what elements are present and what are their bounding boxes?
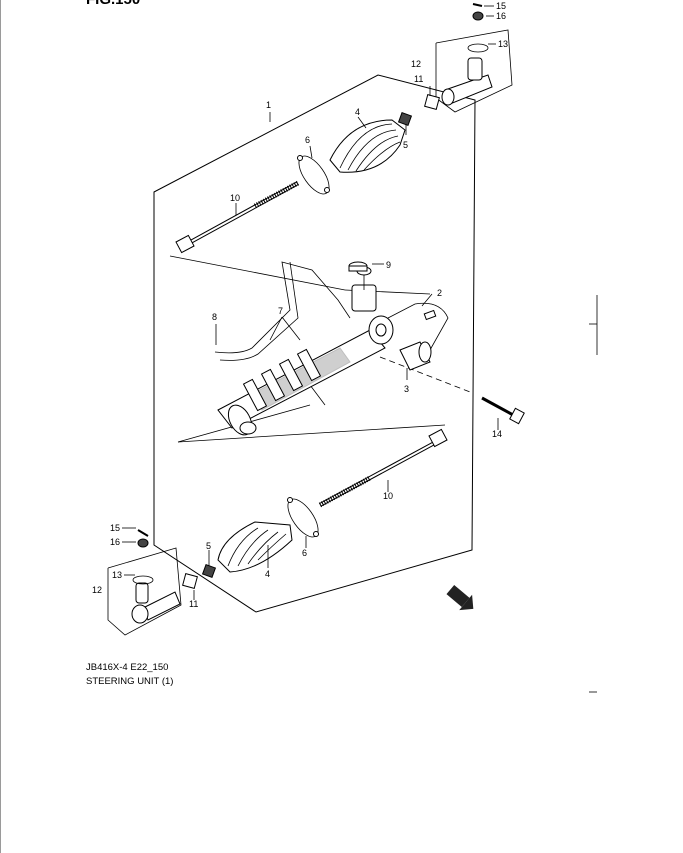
boot-clamp-upper — [297, 155, 330, 195]
bolt-14 — [481, 396, 525, 425]
boot-upper — [329, 119, 406, 173]
boot-clamp-lower — [287, 497, 319, 538]
inner-tie-rod-lower — [318, 428, 448, 508]
label-13-lower: 13 — [112, 570, 122, 580]
label-16-lower: 16 — [110, 537, 120, 547]
label-4-lower: 4 — [265, 569, 270, 579]
label-7: 7 — [278, 306, 283, 316]
rack-housing — [217, 266, 394, 436]
boot-lower — [217, 521, 293, 573]
figure-number: FIG.150 — [86, 0, 140, 8]
label-11-lower: 11 — [189, 599, 198, 609]
tie-rod-end-upper — [424, 3, 493, 110]
label-8: 8 — [212, 312, 217, 322]
label-12-upper: 12 — [411, 59, 421, 69]
label-15-upper: 15 — [496, 1, 506, 11]
label-4-upper: 4 — [355, 107, 360, 117]
label-6-upper: 6 — [305, 135, 310, 145]
caption-title: STEERING UNIT (1) — [86, 676, 174, 687]
nut-5-upper — [397, 111, 413, 127]
label-6-lower: 6 — [302, 548, 307, 558]
label-15-lower: 15 — [110, 523, 120, 533]
tie-rod-end-lower — [131, 529, 198, 624]
label-2: 2 — [437, 288, 442, 298]
label-13-upper: 13 — [498, 39, 508, 49]
nut-5-lower — [201, 563, 217, 579]
construction-line — [177, 424, 446, 443]
leader-line — [309, 145, 313, 159]
pipe-7 — [214, 261, 351, 354]
label-16-upper: 16 — [496, 11, 506, 21]
label-9: 9 — [386, 260, 391, 270]
construction-line — [309, 384, 326, 406]
leader-line — [357, 116, 367, 129]
tie-rod-end-box-lower — [107, 547, 182, 636]
label-12-lower: 12 — [92, 585, 102, 595]
leader-line — [269, 316, 283, 341]
bushing-3 — [399, 341, 432, 371]
construction-line — [379, 356, 471, 393]
label-1: 1 — [266, 100, 271, 110]
label-11-upper: 11 — [414, 74, 423, 84]
label-10-upper: 10 — [230, 193, 240, 203]
leader-line — [281, 316, 301, 341]
label-5-lower: 5 — [206, 541, 211, 551]
tie-rod-end-box-upper — [435, 29, 513, 113]
label-5-upper: 5 — [403, 140, 408, 150]
pipe-2 — [387, 302, 449, 351]
label-10-lower: 10 — [383, 491, 393, 501]
construction-line — [169, 255, 346, 291]
cap-9 — [348, 261, 368, 272]
assembly-boundary — [153, 74, 476, 613]
caption-code: JB416X-4 E22_150 — [86, 662, 169, 673]
label-3: 3 — [404, 384, 409, 394]
fwd-arrow-icon — [446, 584, 474, 611]
leader-line — [421, 293, 433, 307]
label-14: 14 — [492, 429, 502, 439]
inner-tie-rod-upper — [175, 180, 300, 254]
